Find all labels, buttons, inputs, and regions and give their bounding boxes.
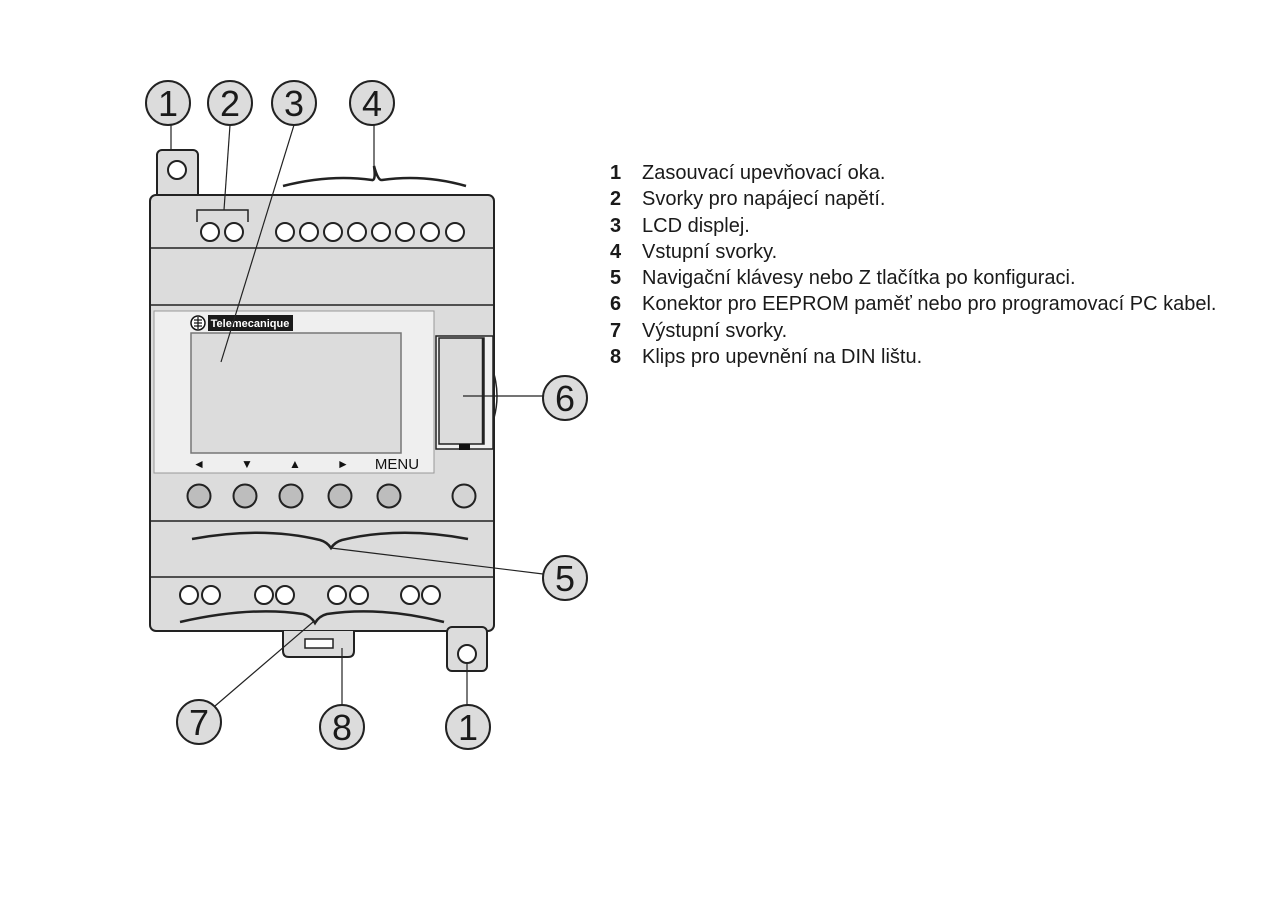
arrow-down-label: ▼ (241, 457, 253, 471)
legend-list: 1 Zasouvací upevňovací oka. 2 Svorky pro n… (610, 160, 1216, 370)
legend-text: Konektor pro EEPROM paměť nebo pro progr… (642, 293, 1217, 316)
brand-name: Telemecanique (211, 318, 290, 330)
legend-item: 1 Zasouvací upevňovací oka. (610, 160, 1216, 186)
arrow-up-label: ▲ (289, 457, 301, 471)
arrow-right-label: ► (337, 457, 349, 471)
legend-text: Svorky pro napájecí napětí. (642, 188, 886, 211)
din-clip (282, 631, 355, 658)
front-panel: Telemecanique ◄ ▼ ▲ ► MENU (153, 310, 435, 474)
svg-text:4: 4 (362, 83, 382, 124)
svg-text:6: 6 (555, 378, 575, 419)
input-brace (282, 165, 467, 188)
key-extra (451, 483, 477, 509)
key-left (186, 483, 212, 509)
svg-text:5: 5 (555, 558, 575, 599)
menu-label: MENU (375, 456, 419, 473)
svg-text:1: 1 (158, 83, 178, 124)
legend-text: LCD displej. (642, 214, 750, 237)
leader-lines (170, 124, 544, 707)
legend-item: 8 Klips pro upevnění na DIN lištu. (610, 344, 1216, 370)
callout-7: 7 (176, 699, 222, 745)
svg-text:2: 2 (220, 83, 240, 124)
bottom-mounting-tab (446, 626, 488, 672)
legend-text: Klips pro upevnění na DIN lištu. (642, 346, 923, 369)
top-mounting-tab (156, 149, 199, 201)
legend-number: 4 (610, 240, 622, 263)
svg-text:3: 3 (284, 83, 304, 124)
legend-item: 2 Svorky pro napájecí napětí. (610, 186, 1216, 212)
input-terminals (275, 222, 465, 242)
svg-text:8: 8 (332, 707, 352, 748)
legend-item: 7 Výstupní svorky. (610, 318, 1216, 344)
lcd-display (190, 332, 402, 454)
legend-text: Navigační klávesy nebo Z tlačítka po kon… (642, 267, 1076, 290)
legend-item: 5 Navigační klávesy nebo Z tlačítka po ko… (610, 265, 1216, 291)
legend-number: 3 (610, 214, 622, 237)
output-brace (179, 610, 445, 626)
callout-8: 8 (319, 704, 365, 750)
callout-3: 3 (271, 80, 317, 126)
legend-item: 3 LCD displej. (610, 213, 1216, 239)
callout-1-bottom: 1 (445, 704, 491, 750)
key-menu (376, 483, 402, 509)
eeprom-connector (435, 335, 498, 450)
navigation-keys (186, 483, 477, 509)
callout-2: 2 (207, 80, 253, 126)
svg-text:1: 1 (458, 707, 478, 748)
legend-number: 5 (610, 267, 622, 290)
legend-number: 8 (610, 346, 622, 369)
callout-1-top: 1 (145, 80, 191, 126)
svg-text:7: 7 (189, 702, 209, 743)
legend-text: Vstupní svorky. (642, 240, 778, 263)
legend-item: 4 Vstupní svorky. (610, 239, 1216, 265)
arrow-left-label: ◄ (193, 457, 205, 471)
key-down (232, 483, 258, 509)
legend-number: 7 (610, 319, 622, 342)
legend-number: 6 (610, 293, 622, 316)
callout-6: 6 (542, 375, 588, 421)
key-right (327, 483, 353, 509)
telemecanique-logo: Telemecanique (190, 315, 293, 331)
legend-number: 1 (610, 162, 622, 184)
legend-number: 2 (610, 188, 622, 211)
key-up (278, 483, 304, 509)
power-terminals (196, 209, 249, 242)
callout-5: 5 (542, 555, 588, 601)
legend-text: Výstupní svorky. (642, 319, 788, 342)
legend-text: Zasouvací upevňovací oka. (642, 162, 886, 184)
output-terminals (179, 585, 441, 605)
callout-4: 4 (349, 80, 395, 126)
legend-item: 6 Konektor pro EEPROM paměť nebo pro prog… (610, 291, 1216, 317)
